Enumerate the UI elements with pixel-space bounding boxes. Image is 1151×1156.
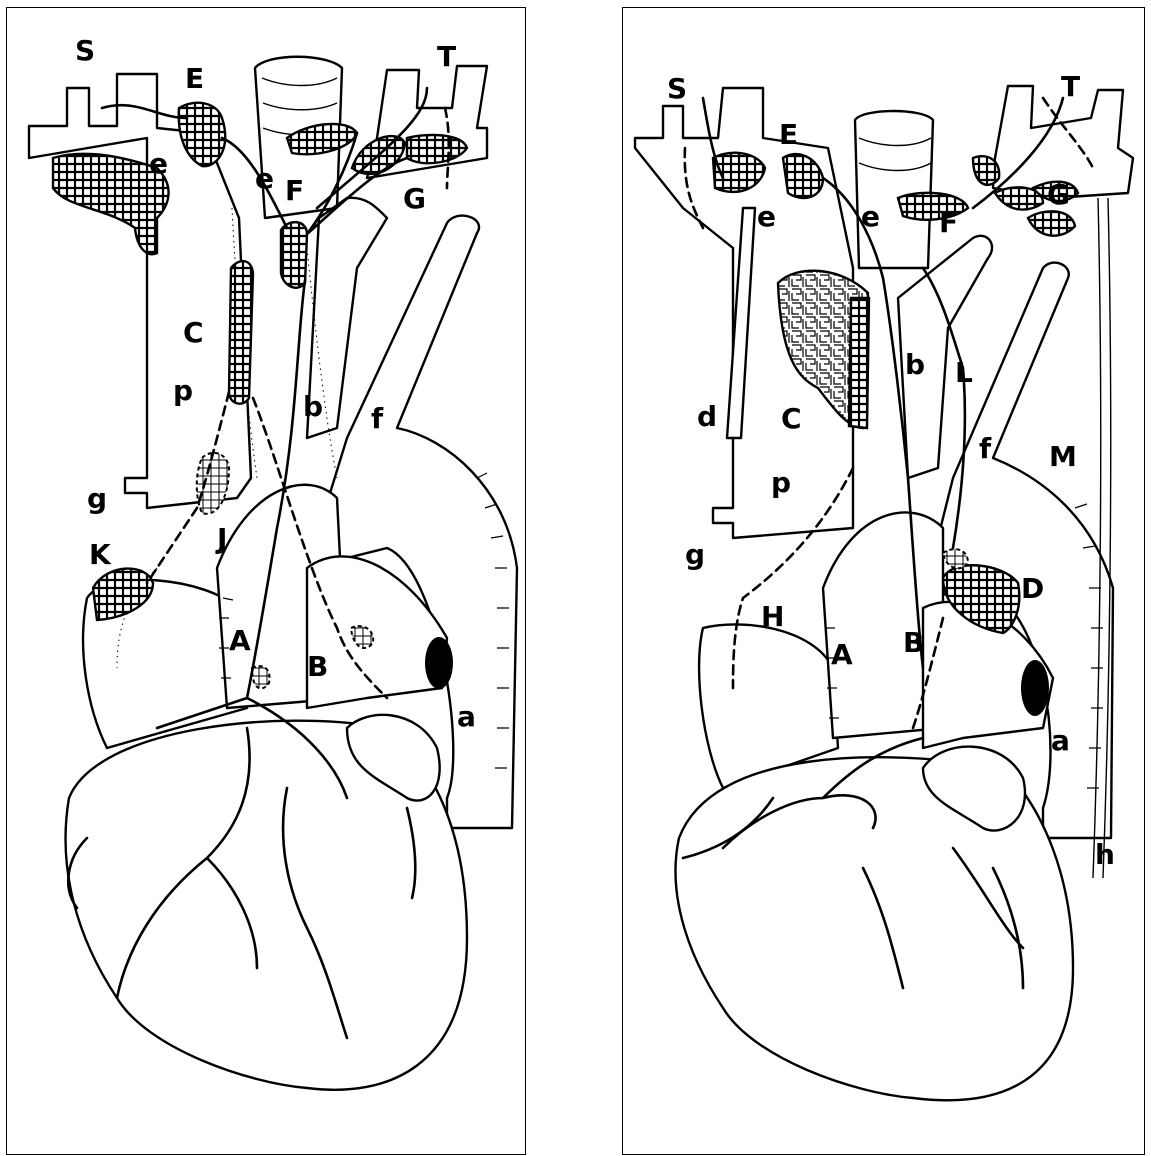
lymph-node-F-upper xyxy=(973,156,999,185)
label-T: T xyxy=(1061,70,1080,103)
lymph-node-J xyxy=(197,453,229,514)
label-e1: e xyxy=(757,200,776,233)
label-B: B xyxy=(307,650,328,683)
label-B: B xyxy=(903,626,924,659)
label-g: g xyxy=(685,538,705,571)
label-f: f xyxy=(371,402,384,435)
label-H: H xyxy=(761,600,784,633)
vessel-opening-a xyxy=(1021,660,1049,716)
label-M: M xyxy=(1049,440,1077,473)
label-F: F xyxy=(285,174,304,207)
label-p: p xyxy=(173,374,193,407)
label-J: J xyxy=(215,522,227,555)
label-C: C xyxy=(781,402,802,435)
label-b: b xyxy=(303,390,323,423)
lymph-node-G3 xyxy=(1028,211,1075,235)
label-p: p xyxy=(771,466,791,499)
lymph-node-F xyxy=(281,222,307,288)
label-S: S xyxy=(667,72,687,105)
label-e1: e xyxy=(149,147,168,180)
right-heart-lymphatics-drawing: S T E e e F G b L d C f M p g H D A B a … xyxy=(623,8,1146,1156)
label-F: F xyxy=(939,206,958,239)
label-D: D xyxy=(1021,572,1044,605)
left-diagram-panel: S E T e e F G C p b f g J K A B a xyxy=(6,7,526,1155)
lymph-node-C xyxy=(229,261,253,404)
label-e2: e xyxy=(255,162,274,195)
right-diagram-panel: S T E e e F G b L d C f M p g H D A B a … xyxy=(622,7,1145,1155)
label-A: A xyxy=(831,638,853,671)
label-K: K xyxy=(89,538,112,571)
label-G: G xyxy=(403,182,426,215)
left-heart-lymphatics-drawing: S E T e e F G C p b f g J K A B a xyxy=(7,8,527,1156)
label-L: L xyxy=(955,356,973,389)
label-T: T xyxy=(437,40,456,73)
label-b: b xyxy=(905,348,925,381)
label-e2: e xyxy=(861,200,880,233)
label-G: G xyxy=(1047,178,1070,211)
vessel-opening-a xyxy=(425,637,453,689)
label-S: S xyxy=(75,34,95,67)
label-h: h xyxy=(1095,838,1115,871)
label-g: g xyxy=(87,482,107,515)
label-E: E xyxy=(779,118,798,151)
label-a: a xyxy=(457,700,476,733)
lymph-node-C-strip xyxy=(849,298,869,428)
label-A: A xyxy=(229,624,251,657)
trachea xyxy=(855,111,933,268)
label-d: d xyxy=(697,400,717,433)
label-C: C xyxy=(183,316,204,349)
label-E: E xyxy=(185,62,204,95)
label-f: f xyxy=(979,432,992,465)
label-a: a xyxy=(1051,724,1070,757)
